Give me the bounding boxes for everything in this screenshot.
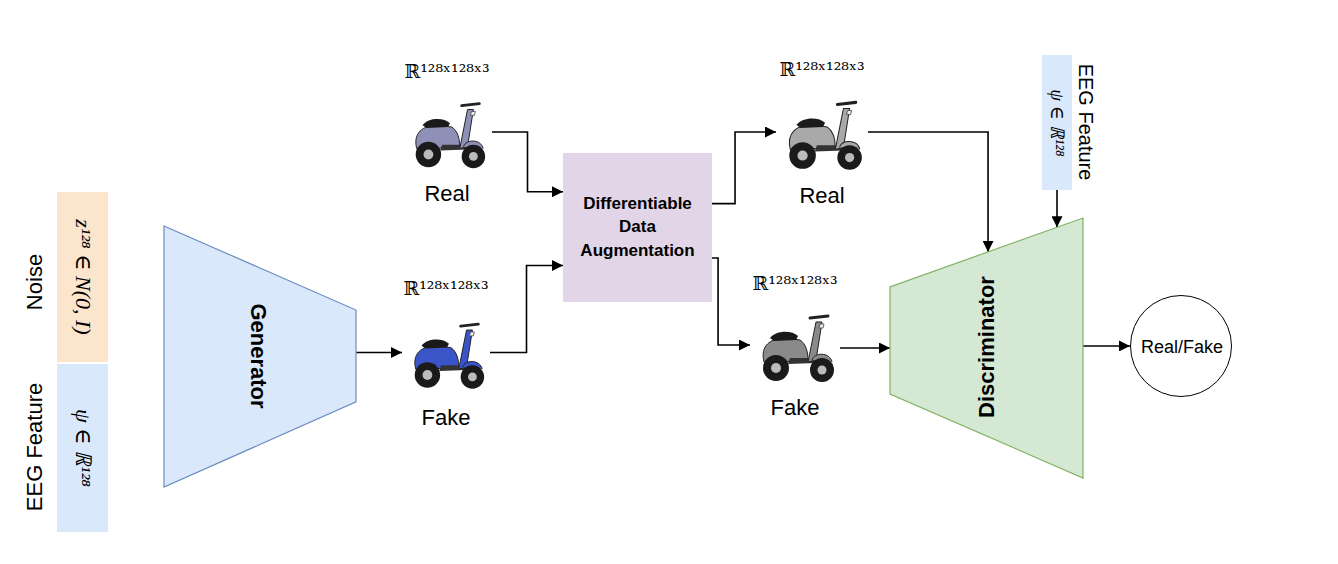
tensor-shape: ℝ¹²⁸ˣ¹²⁸ˣ³ [779, 59, 864, 81]
output-circle: Real/Fake [1130, 295, 1232, 397]
image-sample: ℝ¹²⁸ˣ¹²⁸ˣ³Real [402, 88, 492, 176]
noise-formula: z¹²⁸ ∈ N(0, I) [70, 219, 95, 334]
input-label: Noise [22, 254, 47, 310]
input-label: EEG Feature [1074, 64, 1097, 181]
image-sample: ℝ¹²⁸ˣ¹²⁸ˣ³Fake [750, 300, 840, 390]
arrow-connector [1056, 190, 1058, 227]
tensor-shape: ℝ¹²⁸ˣ¹²⁸ˣ³ [752, 273, 837, 295]
scooter-picture [763, 316, 834, 382]
scooter-picture [415, 324, 484, 389]
eeg-formula: ψ ∈ ℝ¹²⁸ [70, 409, 95, 487]
output-label: Real/Fake [1141, 337, 1223, 358]
eeg-formula: ψ ∈ ℝ¹²⁸ [1046, 89, 1068, 156]
arrow-connector [712, 258, 750, 345]
augmentation-box: Differentiable Data Augmentation [563, 153, 712, 302]
tensor-shape: ℝ¹²⁸ˣ¹²⁸ˣ³ [404, 61, 489, 83]
noise-input-box: Noisez¹²⁸ ∈ N(0, I) [57, 192, 108, 362]
generator-block: Generator [164, 226, 356, 487]
discriminator-block: Discriminator [890, 218, 1083, 478]
scooter-picture [416, 104, 485, 169]
image-sample: ℝ¹²⁸ˣ¹²⁸ˣ³Real [776, 86, 868, 178]
arrow-connector [1083, 345, 1130, 347]
arrow-connector [868, 132, 988, 252]
image-caption: Fake [422, 405, 471, 430]
scooter-picture [789, 102, 862, 169]
arrow-connector [712, 132, 776, 204]
eeg-condition-box: EEG Featureψ ∈ ℝ¹²⁸ [1042, 55, 1072, 190]
input-label: EEG Feature [22, 383, 47, 511]
image-sample: ℝ¹²⁸ˣ¹²⁸ˣ³Fake [402, 305, 490, 400]
image-caption: Real [799, 183, 844, 208]
image-caption: Real [424, 181, 469, 206]
block-title: Differentiable Data Augmentation [569, 192, 706, 263]
trapezoid-shape [890, 218, 1083, 478]
block-title: Generator [245, 303, 270, 408]
arrow-connector [492, 132, 563, 192]
arrow-connector [490, 265, 563, 352]
image-caption: Fake [771, 395, 820, 420]
arrow-connector [356, 352, 402, 354]
trapezoid-shape [164, 226, 356, 487]
arrow-connector [840, 347, 890, 349]
block-title: Discriminator [974, 276, 999, 418]
eeg-input-box: EEG Featureψ ∈ ℝ¹²⁸ [57, 364, 108, 532]
tensor-shape: ℝ¹²⁸ˣ¹²⁸ˣ³ [403, 278, 488, 300]
